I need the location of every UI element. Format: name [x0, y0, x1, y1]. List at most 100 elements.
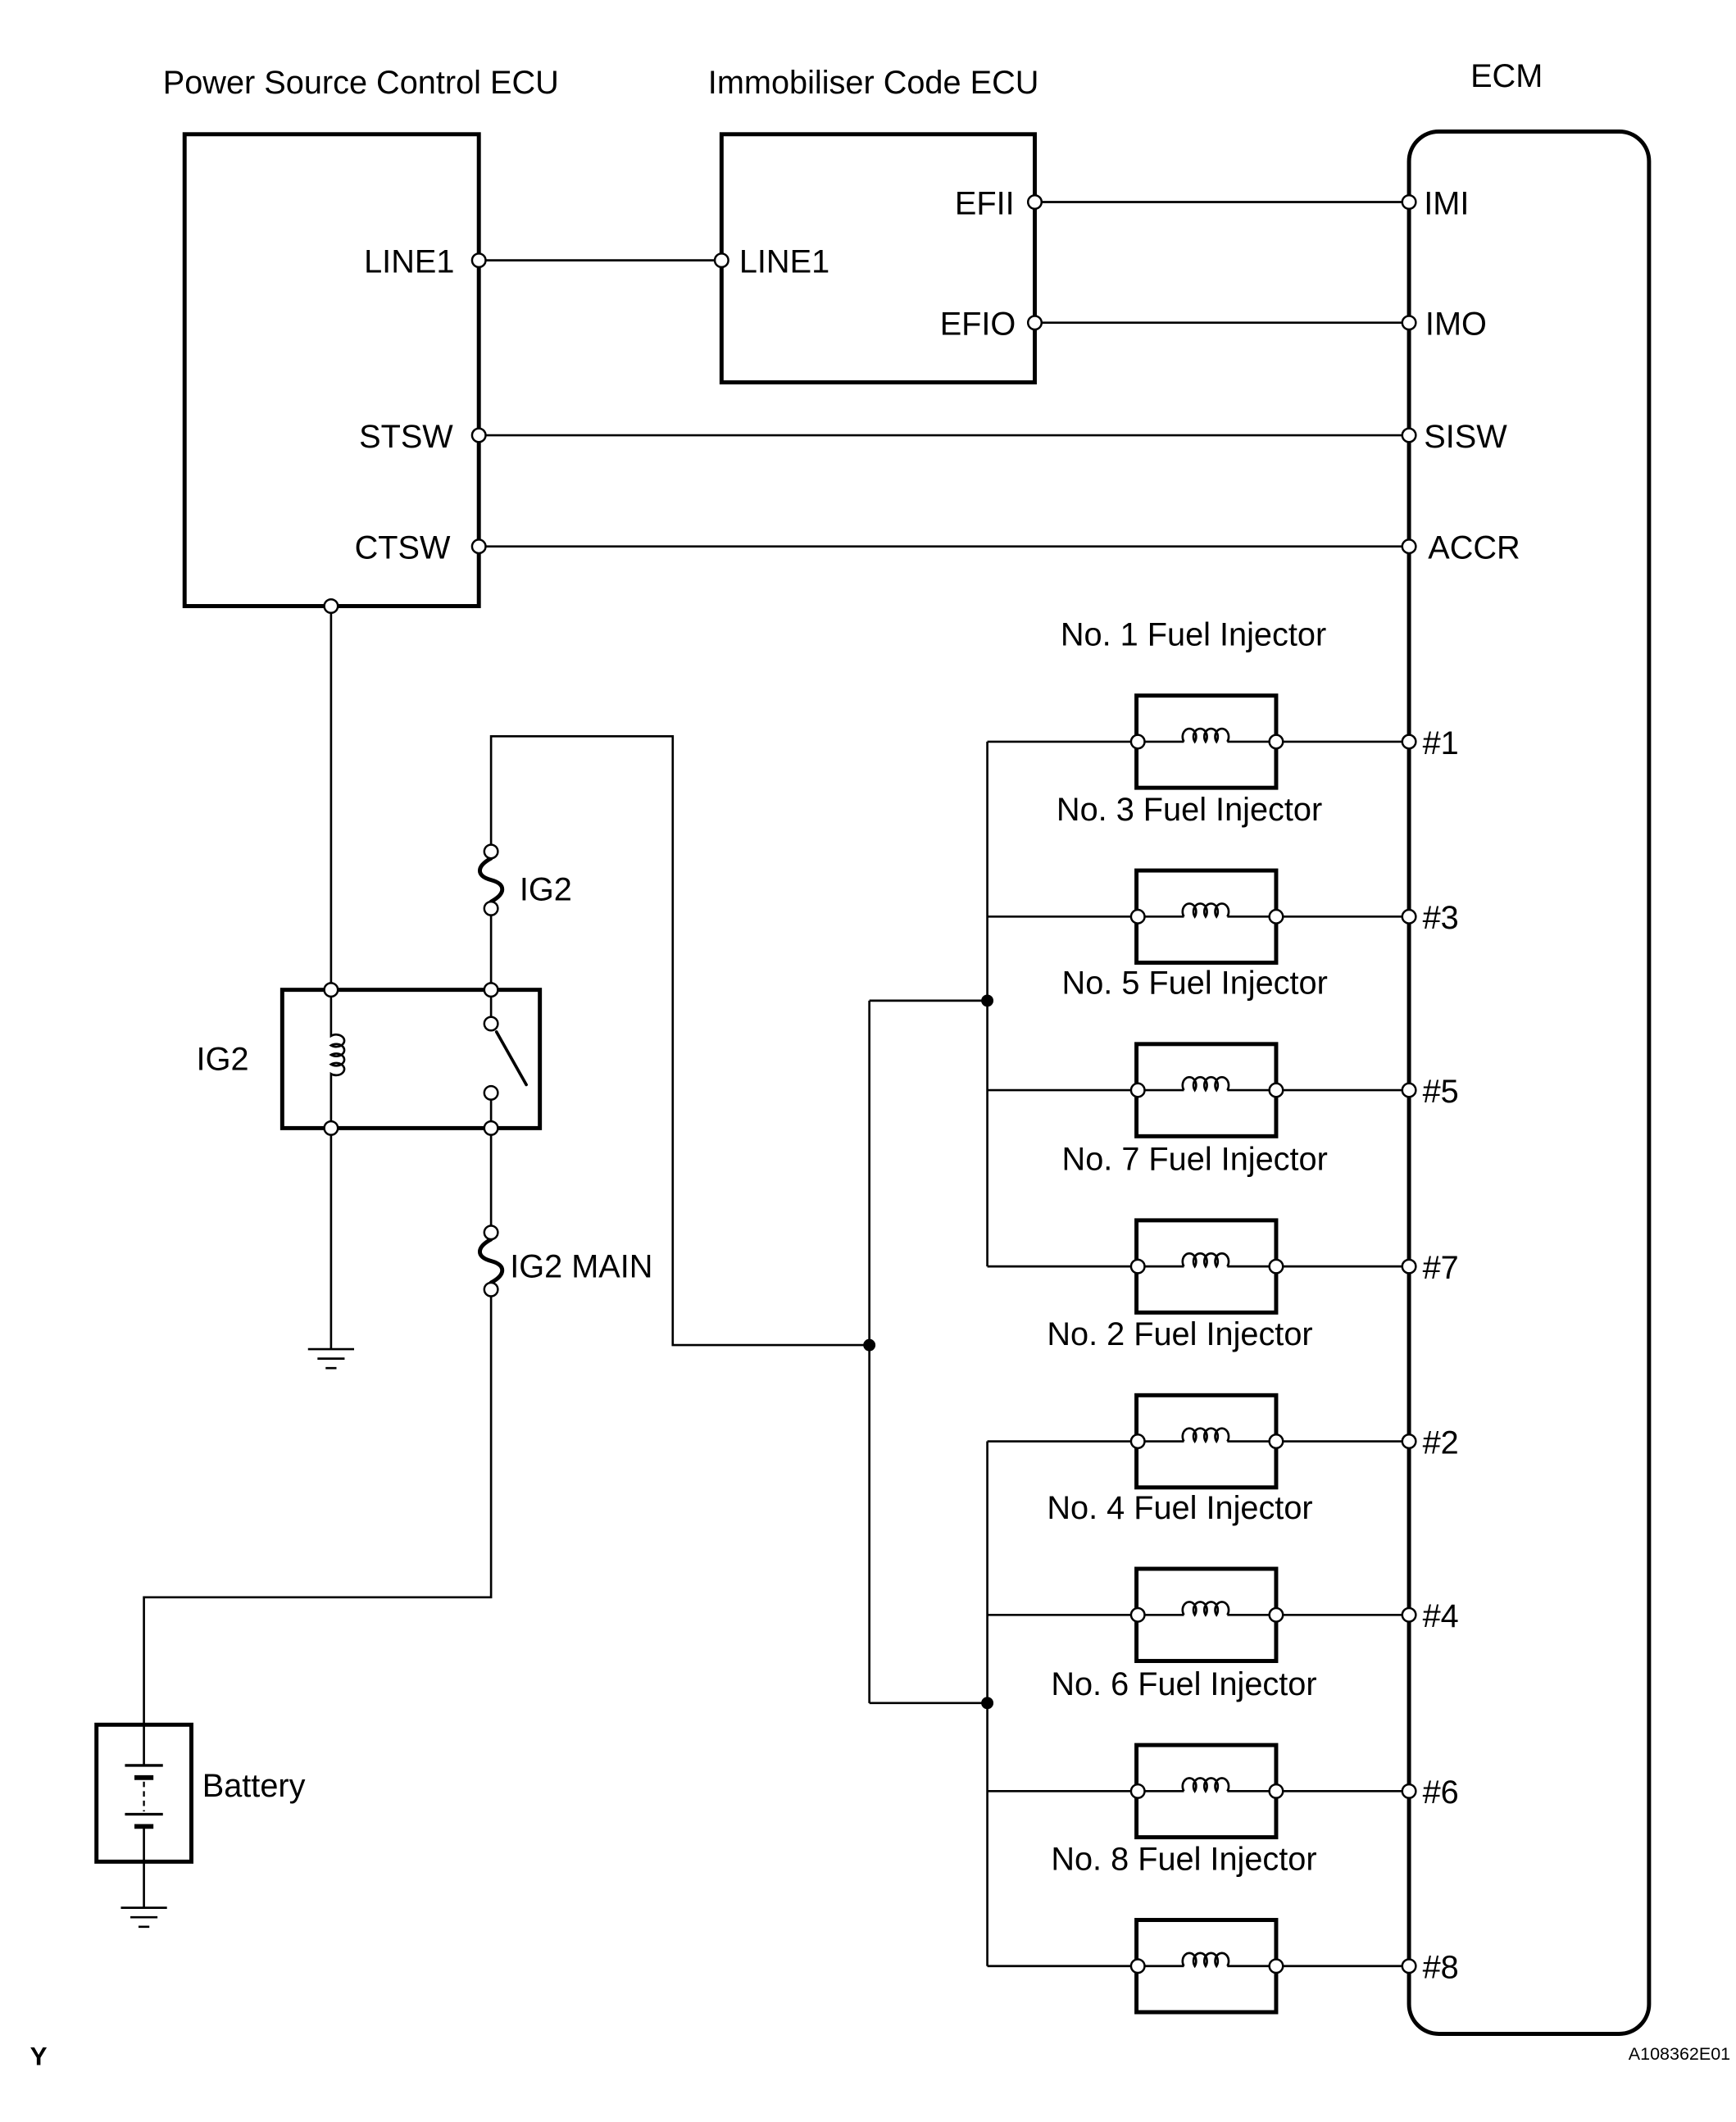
- solenoid-coil-icon: [1181, 1252, 1230, 1269]
- wire-injector-trunk: [868, 999, 988, 1705]
- ecm-terminal-label: #3: [1423, 900, 1459, 936]
- fuel-injector-row: No. 2 Fuel Injector #2: [987, 1316, 1459, 1490]
- ecm-terminal-label: #2: [1423, 1425, 1459, 1461]
- injector-terminal: [1129, 1082, 1146, 1098]
- terminal-label-imi: IMI: [1424, 185, 1469, 221]
- relay-coil-icon: [329, 989, 346, 1129]
- ground-icon: [307, 1347, 355, 1370]
- fuel-injector-row: No. 1 Fuel Injector #1: [987, 616, 1459, 790]
- terminal-label-imo: IMO: [1425, 307, 1487, 343]
- terminal-ig2-fuse-top: [483, 843, 499, 860]
- junction-dot: [981, 1697, 994, 1710]
- battery-plate-short: [134, 1774, 154, 1829]
- injector-terminal: [1129, 1434, 1146, 1450]
- junction-dot: [981, 994, 994, 1007]
- injector-terminal: [1268, 1958, 1284, 1974]
- terminal-immo-line1: [713, 252, 729, 269]
- injector-terminal: [1129, 1958, 1146, 1974]
- ecm: ECM IMI IMO SISW ACCR: [1407, 58, 1652, 2036]
- injector-terminal: [1129, 908, 1146, 925]
- fuel-injector-label: No. 7 Fuel Injector: [1062, 1142, 1328, 1178]
- fuel-injector-row: No. 4 Fuel Injector#4: [987, 1490, 1459, 1664]
- ecm-title: ECM: [1470, 58, 1543, 94]
- ig2-relay-box: [279, 988, 543, 1130]
- terminal-ecm-accr: [1401, 538, 1417, 555]
- solenoid-coil-icon: [1181, 1427, 1230, 1444]
- terminal-ig2-main-fuse-top: [483, 1225, 499, 1241]
- corner-mark: Y: [30, 2042, 48, 2071]
- ecm-terminal-label: #4: [1423, 1598, 1459, 1634]
- injector-terminal: [1268, 1082, 1284, 1098]
- terminal-ig2-fuse-bottom: [483, 900, 499, 916]
- wire-ig2-feed: [489, 734, 870, 1347]
- terminals: [323, 193, 1417, 1297]
- fuel-injector-label: No. 1 Fuel Injector: [1061, 616, 1326, 652]
- ecm-terminal-label: #1: [1423, 725, 1459, 761]
- fuel-injector-row: No. 7 Fuel Injector #7: [987, 1142, 1459, 1315]
- terminal-label-sisw: SISW: [1424, 419, 1507, 455]
- terminal-psc-bottom: [323, 598, 339, 614]
- terminal-ecm-imi: [1401, 193, 1417, 211]
- ecm-terminal-label: #6: [1423, 1774, 1459, 1811]
- fuse-icon: [478, 1237, 505, 1285]
- fuel-injector-row: No. 5 Fuel Injector #5: [987, 966, 1459, 1138]
- ecm-terminal: [1401, 908, 1417, 925]
- relay-contact-lower: [483, 1084, 499, 1101]
- solenoid-coil-icon: [1181, 1952, 1230, 1969]
- ecm-terminal: [1401, 1258, 1417, 1275]
- ground-icon: [120, 1906, 167, 1929]
- fuel-injector-row: No. 3 Fuel Injector #3: [987, 792, 1459, 966]
- fuel-injector-label: No. 6 Fuel Injector: [1051, 1666, 1316, 1702]
- ecm-terminal-label: #5: [1423, 1074, 1459, 1110]
- solenoid-coil-icon: [1181, 727, 1230, 744]
- fuel-injector-label: No. 5 Fuel Injector: [1062, 966, 1328, 1002]
- injector-terminal: [1129, 1258, 1146, 1275]
- terminal-label-ctsw: CTSW: [355, 530, 451, 566]
- terminal-ecm-sisw: [1401, 427, 1417, 443]
- fuel-injector-label: No. 3 Fuel Injector: [1057, 792, 1322, 828]
- battery: Battery: [94, 1722, 306, 1864]
- terminal-immo-efio: [1026, 315, 1043, 331]
- terminal-relay-coil-bottom: [323, 1120, 339, 1136]
- terminal-label-line1: LINE1: [364, 244, 454, 280]
- power-source-control-ecu: Power Source Control ECU LINE1 STSW CTSW: [163, 65, 559, 608]
- injector-terminal: [1268, 1434, 1284, 1450]
- ecm-terminal: [1401, 1606, 1417, 1623]
- ecm-terminal-label: #7: [1423, 1250, 1459, 1286]
- battery-plate-long: [125, 1764, 163, 1816]
- injector-terminal: [1268, 1258, 1284, 1275]
- terminal-relay-switch-bottom: [483, 1120, 499, 1136]
- junction-dot: [863, 1338, 876, 1352]
- terminal-immo-efii: [1026, 193, 1043, 211]
- ecm-terminal-label: #8: [1423, 1950, 1459, 1986]
- fuel-injector-label: No. 2 Fuel Injector: [1047, 1316, 1312, 1352]
- ig2-relay-label: IG2: [197, 1041, 249, 1077]
- ig2-main-fuse: IG2 MAIN: [478, 1237, 652, 1285]
- solenoid-coil-icon: [1181, 902, 1230, 919]
- ig2-fuse-label: IG2: [520, 871, 572, 907]
- injector-terminal: [1268, 908, 1284, 925]
- ecm-terminal: [1401, 734, 1417, 750]
- fuel-injector-label: No. 8 Fuel Injector: [1051, 1841, 1316, 1877]
- ecm-terminal: [1401, 1434, 1417, 1450]
- injector-terminal: [1129, 1606, 1146, 1623]
- immobiliser-code-ecu-title: Immobiliser Code ECU: [708, 65, 1039, 101]
- terminal-label-accr: ACCR: [1428, 530, 1520, 566]
- injector-terminal: [1129, 734, 1146, 750]
- fuel-injector-row: No. 6 Fuel Injector #6: [987, 1666, 1459, 1840]
- terminal-psc-ctsw: [470, 538, 487, 555]
- terminal-ecm-imo: [1401, 315, 1417, 331]
- ecm-terminal: [1401, 1082, 1417, 1098]
- power-source-control-ecu-title: Power Source Control ECU: [163, 65, 559, 101]
- relay-contact-upper: [483, 1016, 499, 1032]
- terminal-label-efio: EFIO: [940, 307, 1016, 343]
- ecm-terminal: [1401, 1958, 1417, 1974]
- terminal-label-efii: EFII: [955, 185, 1015, 221]
- figure-code: A108362E01: [1629, 2044, 1730, 2064]
- fuel-injectors: No. 1 Fuel Injector #1No. 3 Fuel Injector…: [987, 616, 1459, 2015]
- ig2-main-fuse-label: IG2 MAIN: [510, 1248, 652, 1284]
- relay-switch-blade: [494, 1030, 528, 1087]
- terminal-label-line1: LINE1: [739, 244, 829, 280]
- terminal-relay-coil-top: [323, 982, 339, 998]
